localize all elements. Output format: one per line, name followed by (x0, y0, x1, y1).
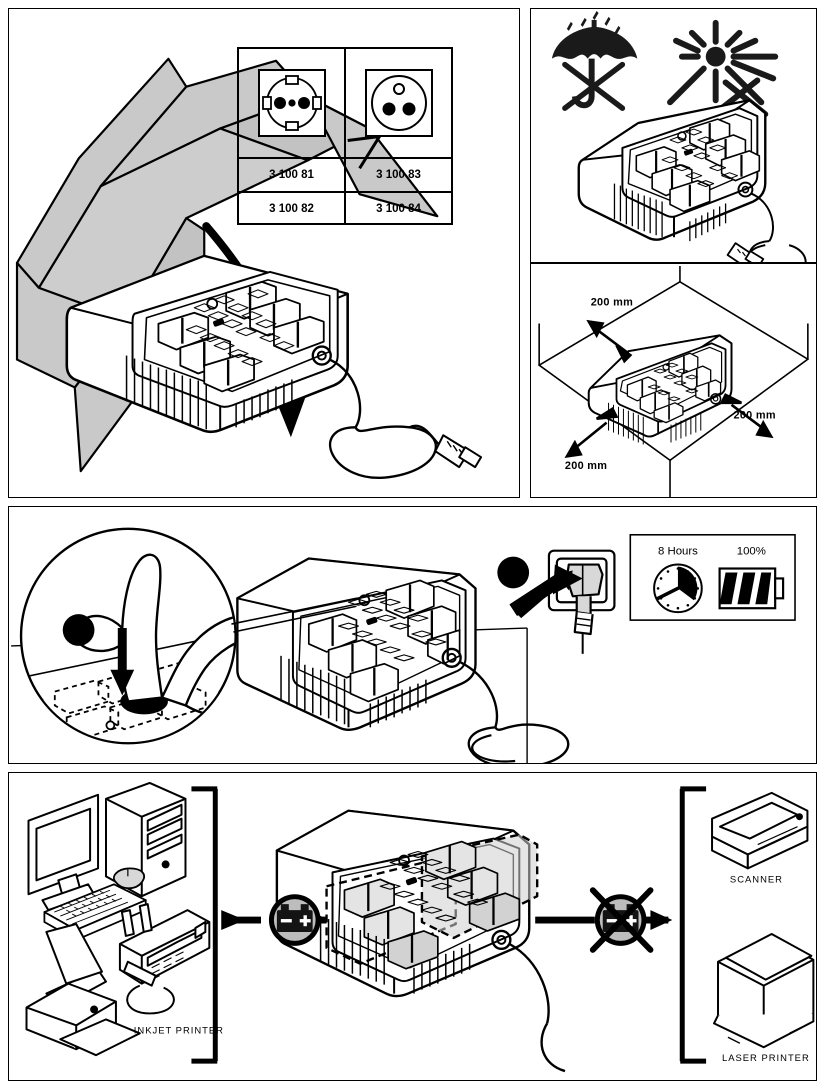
panel-startup: 2 (8, 506, 817, 764)
charge-percent-label: 100% (737, 546, 766, 558)
step-2-number: 2 (73, 620, 84, 642)
socket-cell-schuko (239, 49, 346, 157)
socket-ref-3-100-81: 3 100 81 (239, 159, 346, 191)
clearance-arrow-rear (586, 319, 633, 364)
socket-ref-3-100-82: 3 100 82 (239, 193, 346, 225)
socket-ref-3-100-83: 3 100 83 (376, 169, 421, 181)
scanner-label: SCANNER (730, 873, 783, 884)
unboxing-illustration (15, 57, 483, 480)
step-1-badge: 1 (497, 556, 530, 589)
step-1-number: 1 (508, 562, 519, 584)
power-plug-icon (434, 434, 483, 469)
startup-illustration: 2 (11, 527, 796, 763)
charge-time-label: 8 Hours (658, 546, 698, 558)
schuko-socket-icon (257, 69, 326, 137)
clearance-illustration: 200 mm 200 mm 200 mm (537, 265, 810, 497)
ups-unit-icon (275, 809, 566, 1073)
ups-unit-icon (587, 334, 733, 445)
no-direct-sunlight-icon (667, 19, 779, 120)
battery-full-icon (718, 567, 785, 610)
socket-ref-3-100-84: 3 100 84 (376, 203, 421, 215)
socket-cell-french (346, 49, 451, 157)
monitor-icon (27, 793, 100, 912)
clearance-arrow-side (719, 393, 774, 439)
inkjet-printer-icon (25, 923, 141, 1057)
fax-machine-icon (118, 903, 211, 1015)
wall-socket-with-plug-icon (547, 549, 616, 654)
panel-clearance: 200 mm 200 mm 200 mm (530, 263, 817, 498)
step-1-arrow-icon (509, 564, 583, 619)
panel-loads: INKJET PRINTER SCANNER LASER PRINTER (8, 772, 817, 1081)
loads-illustration: INKJET PRINTER SCANNER LASER PRINTER (25, 781, 815, 1073)
ups-unit-icon (236, 557, 570, 763)
clearance-label-rear: 200 mm (591, 297, 633, 309)
clearance-arrow-front (564, 406, 619, 458)
panel-unboxing: 3 100 81 3 100 83 3 100 82 3 100 84 (8, 8, 520, 498)
charge-status-box: 8 Hours 100% (629, 533, 796, 621)
scanner-icon (711, 791, 809, 870)
panel-environment (530, 8, 817, 263)
mouse-icon (113, 867, 145, 890)
step-2-badge: 2 (62, 614, 95, 646)
step-2-arrow-icon (110, 628, 135, 696)
environment-illustration (551, 10, 807, 262)
inkjet-printer-label: INKJET PRINTER (134, 1024, 224, 1035)
clearance-label-front: 200 mm (565, 460, 607, 472)
ups-unit-icon (577, 99, 807, 262)
battery-terminals-icon (268, 894, 321, 946)
battery-terminals-crossed-icon (589, 887, 654, 953)
french-socket-icon (364, 69, 433, 137)
clearance-label-side: 200 mm (733, 410, 775, 422)
clock-icon (653, 563, 703, 614)
magnified-detail-circle-icon: 2 (19, 527, 237, 745)
laser-printer-label: LASER PRINTER (722, 1052, 810, 1063)
socket-reference-table: 3 100 81 3 100 83 3 100 82 3 100 84 (237, 47, 453, 225)
power-plug-icon (726, 242, 765, 262)
no-rain-icon (551, 10, 638, 111)
laser-printer-icon (713, 932, 815, 1049)
ups-unit-icon (65, 254, 483, 480)
